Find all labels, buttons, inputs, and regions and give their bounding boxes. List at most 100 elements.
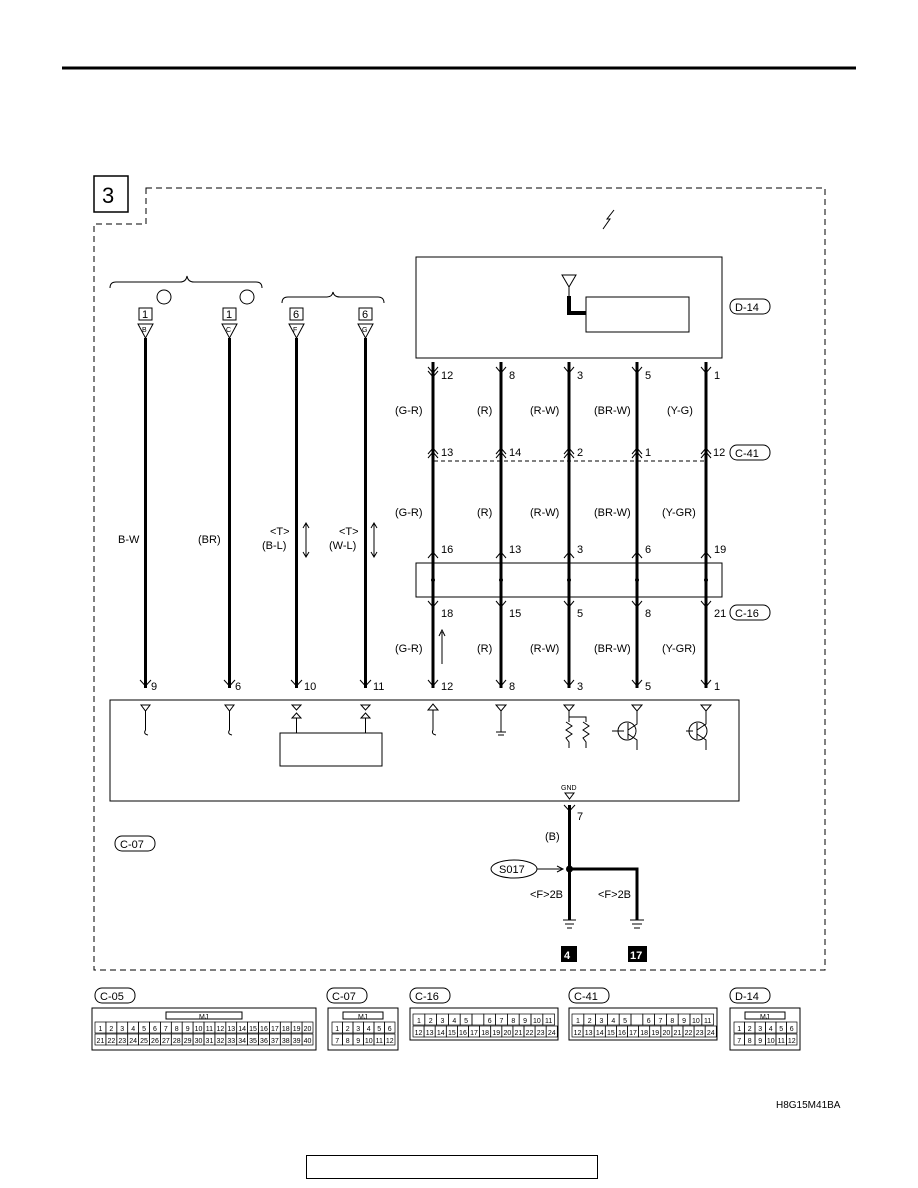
left-wire-4: 6 G <T> (W-L) 11 (329, 307, 384, 693)
pin-cell-label: 2 (109, 1026, 113, 1033)
pin-cell-label: 22 (526, 1030, 534, 1037)
pin-cell (542, 1013, 555, 1026)
pin-cell-label: 5 (623, 1018, 627, 1025)
pin-cell-label: 23 (696, 1030, 704, 1037)
pin-cell-label: 1 (576, 1018, 580, 1025)
pin-cell-label: 26 (151, 1038, 159, 1045)
pin-cell-label: 3 (758, 1026, 762, 1033)
pin-cell-label: 14 (596, 1030, 604, 1037)
c41-pin: 12 (713, 447, 725, 459)
c07-face-tag (326, 987, 368, 1004)
pin-cell-label: 2 (346, 1026, 350, 1033)
pin-letter: B (142, 327, 147, 334)
pin-cell-label: 9 (356, 1038, 360, 1045)
pin-cell-label: 5 (779, 1026, 783, 1033)
mid-color: (R-W) (530, 507, 559, 519)
left-wire-2: 1 C (BR) 6 (198, 307, 241, 693)
d14-pin: 1 (714, 370, 720, 382)
pin-cell-label: 12 (574, 1030, 582, 1037)
pin-cell-label: 12 (386, 1038, 394, 1045)
ref-box (138, 307, 153, 321)
low-color: (BR-W) (594, 643, 631, 655)
ref-box (358, 307, 373, 321)
pin-cell-label: 21 (674, 1030, 682, 1037)
ground-ref-left (561, 946, 577, 962)
pin-cell-label: 32 (216, 1038, 224, 1045)
pin-cell-label: 10 (692, 1018, 700, 1025)
d14-label: D-14 (735, 302, 759, 314)
d14-pin: 5 (645, 370, 651, 382)
right-wire-5: 1 (Y-G) 12 (Y-GR) 19 21 (Y-GR) 1 (662, 362, 726, 693)
c05-face-tag (94, 987, 136, 1004)
pin-cell-label: 36 (260, 1038, 268, 1045)
pin-cell-label: 6 (790, 1026, 794, 1033)
pin-cell-label: 29 (184, 1038, 192, 1045)
footer-box (306, 1155, 598, 1179)
pin-cell (630, 1013, 644, 1026)
pin-cell-label: 22 (685, 1030, 693, 1037)
left-bracket (109, 275, 263, 289)
right-wire-2: 8 (R) 14 (R) 13 15 (R) 8 (477, 362, 521, 693)
pin-cell-label: 2 (748, 1026, 752, 1033)
c16-face-tag (409, 987, 451, 1004)
pin-cell-label: 4 (452, 1018, 456, 1025)
signal-arrow (438, 628, 446, 664)
c41-pin: 13 (441, 447, 453, 459)
wire-tag: <T> (270, 526, 290, 538)
pin-cell-label: 20 (503, 1030, 511, 1037)
c07-pin: 8 (509, 681, 515, 693)
c16-tag (729, 604, 771, 621)
d14-tag (729, 298, 771, 315)
pin-letter: G (362, 327, 367, 334)
bidirectional-arrow (370, 522, 378, 558)
circle-marker (239, 289, 255, 305)
pin-cell-label: 1 (335, 1026, 339, 1033)
pin-cell-label: 33 (227, 1038, 235, 1045)
c41-label: C-41 (735, 448, 759, 460)
branch-right: <F>2B (598, 889, 631, 901)
pin-cell-label: 5 (464, 1018, 468, 1025)
ground-circuit: 7 (B) S017 <F>2B <F>2B 4 17 (490, 804, 647, 962)
pin-cell-label: 17 (629, 1030, 637, 1037)
connector-triangle (357, 323, 374, 340)
pin-cell-label: 9 (758, 1038, 762, 1045)
pin-cell-label: 7 (500, 1018, 504, 1025)
pin-letter: C (226, 327, 231, 334)
lightning-icon (602, 209, 615, 230)
pin-cell-label: 10 (767, 1038, 775, 1045)
pin-cell (471, 1013, 485, 1026)
wire-color: (BR) (198, 534, 221, 546)
left-wire-3: 6 F <T> (B-L) 10 (262, 307, 316, 693)
mj-label: MJ (199, 1014, 208, 1021)
pin-cell-label: 22 (107, 1038, 115, 1045)
pin-cell-label: 19 (293, 1026, 301, 1033)
connector-triangle (221, 323, 238, 340)
pin-cell-label: 9 (523, 1018, 527, 1025)
pin-cell (384, 1033, 396, 1046)
pin-cell-label: 9 (682, 1018, 686, 1025)
c07-label: C-07 (120, 839, 144, 851)
pin-cell-label: 15 (249, 1026, 257, 1033)
c07-pin: 1 (714, 681, 720, 693)
pin-cell-label: 16 (459, 1030, 467, 1037)
pin-cell-label: 31 (206, 1038, 214, 1045)
pin-cell-label: 12 (415, 1030, 423, 1037)
c07-tag (114, 835, 156, 852)
pin-cell-label: 21 (97, 1038, 105, 1045)
pin-cell (701, 1013, 714, 1026)
pin-cell-label: 18 (282, 1026, 290, 1033)
pin-cell-label: 5 (377, 1026, 381, 1033)
pin-cell-label: 1 (98, 1026, 102, 1033)
pin-cell-label: 7 (737, 1038, 741, 1045)
c16-top-pin: 16 (441, 544, 453, 556)
c16-face-label: C-16 (415, 991, 439, 1003)
mid-color: (Y-GR) (662, 507, 696, 519)
c07-internal-terminals (140, 703, 713, 750)
mid-color: (R) (477, 507, 492, 519)
pin-cell-label: 35 (249, 1038, 257, 1045)
pin-cell-label: 9 (186, 1026, 190, 1033)
pin-cell-label: 8 (748, 1038, 752, 1045)
